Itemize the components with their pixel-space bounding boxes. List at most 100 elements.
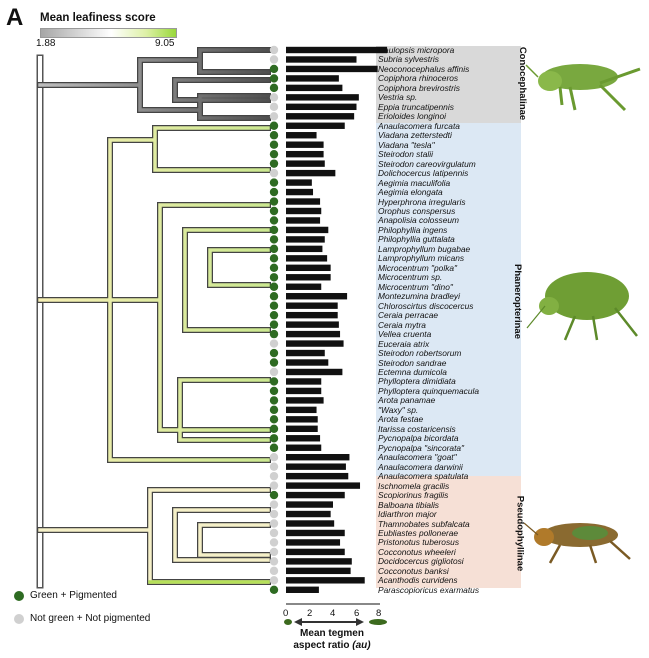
branch-phan-fill [38, 126, 270, 462]
species-label: Steirodon careovirgulatum [378, 158, 476, 169]
tick-label: 2 [307, 608, 313, 619]
species-label: Copiphora rhinoceros [378, 73, 459, 84]
aspect-ratio-bar [286, 539, 341, 546]
species-label: Dolichocercus latipennis [378, 168, 469, 179]
species-label: Cocconotus wheeleri [378, 546, 456, 557]
species-label: Eubliastes pollonerae [378, 527, 459, 538]
not-green-dot [269, 462, 279, 471]
legend-title: Mean leafiness score [40, 12, 156, 24]
species-label: Anaulacomera "goat" [378, 452, 457, 463]
species-label: Neoconocephalus affinis [378, 63, 470, 74]
species-label: Aegimia maculifolia [378, 177, 451, 188]
species-label: Parascopioricus exarmatus [378, 584, 480, 595]
aspect-ratio-bar [286, 548, 345, 556]
aspect-ratio-bar [286, 387, 322, 395]
aspect-ratio-bar [286, 425, 318, 432]
aspect-ratio-bar [286, 520, 335, 527]
species-label: Docidocercus gigliotosi [378, 556, 464, 567]
tree-branches [36, 47, 271, 589]
not-green-dot [269, 566, 279, 576]
green-pigmented-dot [269, 187, 279, 197]
species-label: Lamprophyllum bugabae [378, 243, 471, 254]
green-pigmented-dot [269, 225, 279, 235]
aspect-ratio-bar [286, 577, 365, 584]
aspect-ratio-bar [286, 311, 338, 319]
green-pigmented-dot [269, 83, 279, 93]
legend-green-label: Green + Pigmented [30, 590, 117, 601]
aspect-ratio-bar [286, 435, 321, 442]
aspect-ratio-bar [286, 94, 359, 101]
green-pigmented-dot [269, 131, 279, 140]
aspect-ratio-bar [286, 444, 322, 451]
aspect-ratio-bar [286, 397, 324, 404]
green-pigmented-dot [269, 292, 279, 301]
green-pigmented-dot [269, 235, 279, 244]
green-pigmented-dot [269, 310, 279, 320]
species-label: Vellea cruenta [378, 329, 432, 340]
aspect-ratio-bar [286, 368, 343, 376]
phaneropterine-katydid-icon [526, 272, 638, 341]
aspect-ratio-bar [286, 510, 331, 518]
pseudophyllinae-box [376, 476, 521, 588]
species-label: Subria sylvestris [378, 54, 439, 65]
colorbar-max: 9.05 [155, 38, 175, 49]
aspect-ratio-bar [286, 293, 348, 300]
green-pigmented-dot [269, 329, 279, 339]
aspect-ratio-bar [286, 491, 345, 499]
species-label: Erioloides longinoi [378, 111, 446, 122]
aspect-ratio-bar [286, 236, 325, 243]
green-pigmented-dot [269, 405, 279, 415]
green-pigmented-dot [269, 386, 279, 396]
species-label: Arota festae [378, 414, 424, 425]
aspect-ratio-bar [286, 113, 355, 120]
species-label: Vestria sp. [378, 92, 418, 103]
species-label: Steirodon robertsorum [378, 348, 462, 359]
species-label: Copiphora brevirostris [378, 82, 460, 93]
green-pigmented-dot [269, 396, 279, 405]
species-label: Orophus conspersus [378, 205, 456, 216]
species-label: Caulopsis micropora [378, 45, 455, 55]
aspect-ratio-bar [286, 255, 328, 262]
aspect-ratio-bar [286, 179, 312, 186]
aspect-ratio-bar [286, 46, 388, 54]
aspect-ratio-bar [286, 454, 350, 461]
green-pigmented-dot [269, 585, 279, 594]
species-label: Phylloptera quinquemacula [378, 385, 480, 396]
species-label: Thamnobates subfalcata [378, 518, 470, 529]
green-pigmented-dot [269, 178, 279, 187]
elongate-leaf-icon [369, 619, 387, 625]
not-green-dot [269, 45, 279, 55]
aspect-ratio-bar [286, 359, 329, 366]
branch-pseudo [37, 487, 271, 585]
not-green-dot [269, 547, 279, 557]
subfamily-label-conocephalinae: Conocephalinae [517, 46, 529, 121]
aspect-ratio-bar [286, 217, 321, 224]
species-label: Viadana zetterstedti [378, 130, 452, 141]
species-label: Pristonotus tuberosus [378, 537, 460, 548]
green-pigmented-dot [269, 197, 279, 206]
species-label: Idiarthron major [378, 509, 437, 520]
aspect-ratio-bar [286, 198, 321, 205]
not-green-dot [269, 339, 279, 348]
species-label: Ceraia mytra [378, 319, 426, 330]
green-pigmented-dot [269, 348, 279, 358]
aspect-ratio-bar [286, 226, 329, 234]
species-label: Anaulacomera darwinii [378, 461, 463, 472]
not-green-dot [269, 168, 279, 178]
green-pigmented-dot [269, 64, 279, 74]
aspect-ratio-bar [286, 264, 331, 272]
not-green-dot [269, 93, 279, 102]
aspect-ratio-bar [286, 558, 352, 565]
green-pigmented-dot [269, 216, 279, 225]
aspect-ratio-bar [286, 103, 357, 111]
species-label: Balboana tibialis [378, 499, 439, 510]
species-label: Pycnopalpa bicordata [378, 433, 459, 444]
not-green-dot [269, 453, 279, 462]
green-pigmented-dot [269, 415, 279, 424]
aspect-ratio-bar [286, 122, 345, 129]
arrow-left-head [294, 618, 302, 626]
aspect-ratio-bar [286, 207, 322, 215]
aspect-ratio-bar [286, 340, 344, 347]
subfamily-label-pseudophyllinae: Pseudophyllinae [514, 495, 526, 572]
pigmentation-dots [269, 45, 279, 594]
